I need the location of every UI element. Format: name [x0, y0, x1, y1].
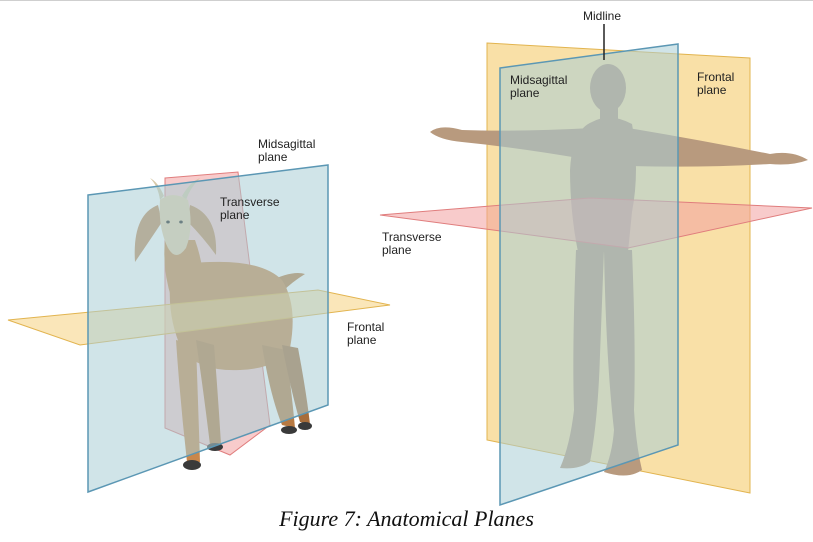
goat-midsagittal-label: Midsagittal plane	[258, 137, 316, 164]
human-midline-label: Midline	[583, 9, 622, 23]
goat-frontal-label: Frontal plane	[347, 320, 385, 347]
human-midsagittal-plane	[499, 43, 679, 507]
human-transverse-label: Transverse plane	[382, 230, 442, 257]
top-rule	[0, 0, 813, 1]
human-figure	[379, 24, 813, 507]
human-midsagittal-label: Midsagittal plane	[510, 73, 568, 100]
goat-transverse-label: Transverse plane	[220, 195, 280, 222]
human-frontal-label: Frontal plane	[697, 70, 735, 97]
goat-figure	[7, 164, 391, 494]
goat-midsagittal-plane	[87, 164, 329, 494]
figure-caption: Figure 7: Anatomical Planes	[279, 506, 534, 531]
